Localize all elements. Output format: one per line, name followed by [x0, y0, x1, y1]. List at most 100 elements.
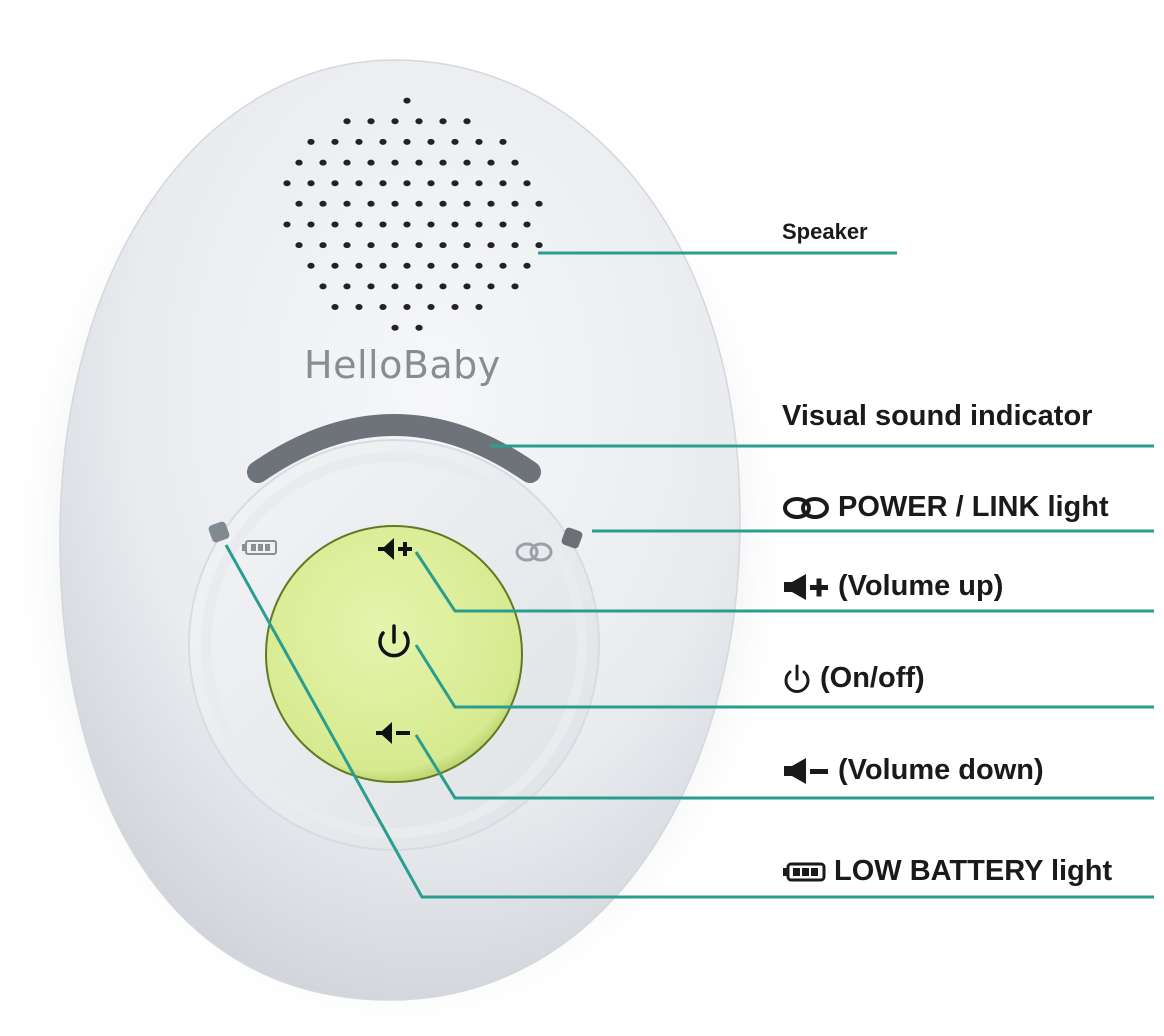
speaker-hole	[463, 242, 471, 249]
speaker-hole	[319, 159, 327, 166]
speaker-hole	[523, 221, 531, 228]
speaker-hole	[391, 283, 399, 290]
label-text: POWER / LINK light	[838, 491, 1109, 523]
speaker-hole	[535, 200, 543, 207]
speaker-hole	[523, 262, 531, 269]
label-low-battery-light: LOW BATTERY light	[782, 855, 1112, 888]
speaker-hole	[475, 304, 483, 310]
speaker-hole	[439, 159, 447, 166]
speaker-hole	[499, 221, 507, 228]
speaker-hole	[403, 180, 411, 187]
speaker-hole	[391, 324, 399, 331]
visual-sound-indicator-bar	[247, 414, 541, 483]
speaker-hole	[415, 324, 423, 331]
label-volume-down: (Volume down)	[782, 754, 1044, 787]
speaker-hole	[427, 304, 435, 310]
speaker-hole	[307, 138, 315, 145]
speaker-hole	[487, 159, 495, 166]
speaker-hole	[439, 118, 447, 125]
speaker-hole	[403, 221, 411, 228]
speaker-hole	[475, 221, 483, 228]
label-volume-up: (Volume up)	[782, 570, 1003, 603]
speaker-hole	[295, 159, 303, 166]
label-text: (Volume up)	[838, 570, 1004, 602]
speaker-hole	[511, 159, 519, 166]
label-speaker: Speaker	[782, 219, 868, 245]
speaker-hole	[367, 200, 375, 207]
speaker-hole	[355, 304, 363, 310]
speaker-hole	[355, 138, 363, 145]
speaker-hole	[499, 262, 507, 269]
speaker-hole	[343, 159, 351, 166]
speaker-hole	[355, 180, 363, 187]
link-print-icon	[515, 542, 553, 562]
speaker-hole	[343, 242, 351, 249]
speaker-hole	[415, 242, 423, 249]
speaker-hole	[451, 262, 459, 269]
speaker-hole	[403, 262, 411, 269]
speaker-hole	[391, 118, 399, 125]
brand-logo: HelloBaby	[304, 343, 501, 387]
volume-down-leader	[414, 734, 1154, 800]
speaker-hole	[523, 180, 531, 187]
power-button-icon	[378, 624, 410, 658]
label-text: Speaker	[782, 219, 868, 244]
speaker-hole	[403, 97, 411, 104]
speaker-hole	[391, 159, 399, 166]
speaker-hole	[451, 138, 459, 145]
power-link-led	[561, 527, 583, 549]
power-icon	[784, 664, 810, 693]
speaker-hole	[415, 200, 423, 207]
speaker-hole	[331, 180, 339, 187]
speaker-hole	[511, 200, 519, 207]
speaker-hole	[331, 262, 339, 269]
label-text: (On/off)	[820, 662, 925, 694]
speaker-hole	[427, 180, 435, 187]
speaker-hole	[475, 138, 483, 145]
volume-down-icon	[784, 757, 828, 784]
speaker-hole	[475, 180, 483, 187]
speaker-hole	[475, 262, 483, 269]
speaker-hole	[439, 283, 447, 290]
speaker-hole	[487, 242, 495, 249]
speaker-hole	[451, 221, 459, 228]
speaker-hole	[427, 221, 435, 228]
label-text: (Volume down)	[838, 754, 1044, 786]
speaker-hole	[367, 159, 375, 166]
speaker-hole	[451, 180, 459, 187]
volume-up-button-icon	[378, 538, 412, 560]
speaker-hole	[463, 118, 471, 125]
label-visual-sound-indicator: Visual sound indicator	[782, 400, 1092, 433]
battery-print-icon	[242, 540, 277, 555]
speaker-hole	[463, 159, 471, 166]
speaker-grille	[283, 97, 543, 331]
speaker-hole	[463, 283, 471, 290]
speaker-hole	[403, 138, 411, 145]
speaker-hole	[331, 304, 339, 310]
speaker-hole	[535, 242, 543, 249]
speaker-hole	[355, 221, 363, 228]
speaker-hole	[511, 242, 519, 249]
speaker-hole	[415, 118, 423, 125]
volume-up-icon	[784, 573, 828, 600]
link-icon	[783, 496, 829, 519]
speaker-hole	[319, 200, 327, 207]
speaker-hole	[511, 283, 519, 290]
speaker-hole	[283, 180, 291, 187]
speaker-hole	[391, 242, 399, 249]
speaker-hole	[343, 200, 351, 207]
speaker-hole	[307, 262, 315, 269]
leader-lines	[224, 251, 1154, 899]
speaker-hole	[499, 180, 507, 187]
speaker-hole	[427, 262, 435, 269]
speaker-hole	[319, 283, 327, 290]
volume-down-button-icon	[376, 722, 410, 744]
speaker-hole	[283, 221, 291, 228]
label-text: LOW BATTERY light	[834, 855, 1113, 887]
speaker-hole	[379, 262, 387, 269]
speaker-hole	[367, 118, 375, 125]
speaker-hole	[391, 200, 399, 207]
speaker-hole	[379, 221, 387, 228]
